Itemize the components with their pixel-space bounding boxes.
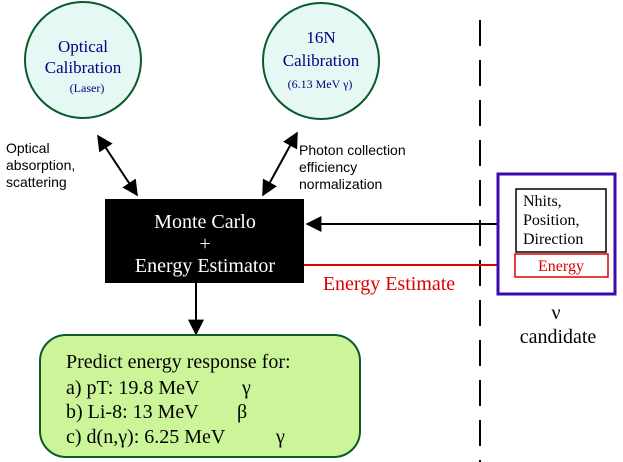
n16-calibration-node: 16N Calibration (6.13 MeV γ) bbox=[262, 2, 380, 120]
optical-calibration-line1: Optical bbox=[58, 37, 108, 56]
candidate-energy-label: Energy bbox=[538, 258, 584, 275]
optical-calibration-node: Optical Calibration (Laser) bbox=[24, 1, 142, 119]
n16-calibration-line1: 16N bbox=[306, 28, 335, 47]
n16-link-arrow bbox=[262, 131, 298, 197]
candidate-inputs-line2: Position, bbox=[523, 212, 579, 229]
nu-symbol: ν bbox=[551, 302, 560, 324]
prediction-item-c-particle: γ bbox=[275, 426, 285, 448]
prediction-box: Predict energy response for: a) pT: 19.8… bbox=[39, 334, 361, 458]
monte-carlo-line2: + bbox=[199, 233, 210, 255]
candidate-inputs-box bbox=[515, 188, 607, 253]
optical-note-line2: absorption, bbox=[6, 157, 75, 173]
candidate-box: Nhits, Position, Direction Energy bbox=[496, 172, 617, 296]
optical-link-arrow bbox=[97, 134, 138, 197]
optical-calibration-line3: (Laser) bbox=[70, 81, 105, 95]
photon-note-line1: Photon collection bbox=[299, 142, 406, 158]
optical-note-line1: Optical bbox=[6, 140, 50, 156]
prediction-item-a-particle: γ bbox=[241, 377, 251, 399]
prediction-title: Predict energy response for: bbox=[66, 351, 291, 373]
photon-note: Photon collection efficiency normalizati… bbox=[299, 142, 406, 192]
monte-carlo-line1: Monte Carlo bbox=[154, 211, 256, 233]
photon-note-line3: normalization bbox=[299, 176, 382, 192]
prediction-rect bbox=[39, 334, 361, 458]
prediction-item-c-label: c) d(n,γ): 6.25 MeV bbox=[66, 426, 226, 448]
prediction-item-b-particle: β bbox=[237, 401, 247, 423]
monte-carlo-rect bbox=[105, 199, 304, 283]
candidate-inputs-line3: Direction bbox=[523, 231, 583, 248]
prediction-item-b-label: b) Li-8: 13 MeV bbox=[66, 401, 199, 423]
candidate-inputs-line1: Nhits, bbox=[523, 193, 562, 210]
optical-note: Optical absorption, scattering bbox=[6, 140, 75, 190]
n16-calibration-line2: Calibration bbox=[283, 51, 360, 70]
monte-carlo-line3: Energy Estimator bbox=[135, 255, 275, 277]
n16-calibration-circle bbox=[262, 2, 380, 120]
candidate-energy-box bbox=[514, 253, 609, 278]
monte-carlo-box: Monte Carlo + Energy Estimator bbox=[105, 199, 304, 283]
optical-calibration-circle bbox=[24, 1, 142, 119]
optical-note-line3: scattering bbox=[6, 174, 67, 190]
n16-calibration-line3: (6.13 MeV γ) bbox=[288, 77, 353, 91]
prediction-item-a-label: a) pT: 19.8 MeV bbox=[66, 377, 200, 399]
photon-note-line2: efficiency bbox=[299, 159, 357, 175]
energy-estimate-label: Energy Estimate bbox=[323, 273, 455, 295]
optical-calibration-line2: Calibration bbox=[45, 58, 122, 77]
candidate-label: candidate bbox=[520, 326, 597, 348]
